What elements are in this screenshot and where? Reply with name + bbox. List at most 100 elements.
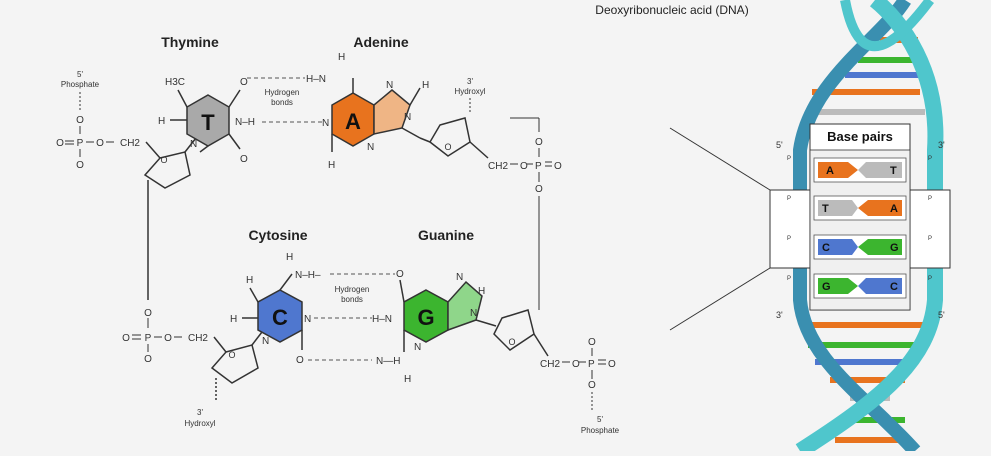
thymine-molecule: T xyxy=(170,89,241,153)
svg-text:O: O xyxy=(508,337,515,347)
svg-text:O: O xyxy=(76,115,84,126)
svg-text:O: O xyxy=(240,154,248,165)
phosphate-bottom-label: 5' xyxy=(597,415,603,424)
svg-text:bonds: bonds xyxy=(271,98,293,107)
strand-end-labels: 5' 3' 3' 5' xyxy=(776,140,945,320)
svg-text:H: H xyxy=(338,52,345,63)
hydrogen-bonds-ta xyxy=(247,77,322,123)
adenine-imidazole xyxy=(373,89,411,135)
svg-text:CH2: CH2 xyxy=(540,359,560,370)
guanine-letter: G xyxy=(417,305,434,330)
phosphate-group-top-right: CH2 O P O O O xyxy=(488,117,562,310)
svg-text:O: O xyxy=(554,161,562,172)
svg-text:5': 5' xyxy=(938,310,945,320)
pair-left-base: A xyxy=(826,165,834,177)
svg-text:N: N xyxy=(386,80,393,91)
svg-text:O: O xyxy=(96,138,104,149)
svg-text:P: P xyxy=(928,156,932,162)
svg-text:N–H–: N–H– xyxy=(295,270,321,281)
cytosine-molecule: C xyxy=(242,273,303,350)
base-pair-row: A T xyxy=(813,157,907,183)
svg-text:O: O xyxy=(572,359,580,370)
thymine-atoms: H3C O H N–H N O xyxy=(158,77,255,165)
label-thymine: Thymine xyxy=(161,34,219,50)
svg-text:H–N: H–N xyxy=(306,74,326,85)
phosphate-group-bottom-right: CH2 O P O O O 5' Phosphate xyxy=(540,337,620,435)
hbonds-label-bottom: Hydrogen xyxy=(335,285,370,294)
pair-left-base: C xyxy=(822,242,830,254)
svg-text:O: O xyxy=(444,142,451,152)
svg-text:O: O xyxy=(240,77,248,88)
svg-text:CH2: CH2 xyxy=(120,138,140,149)
guanine-imidazole xyxy=(447,280,483,332)
svg-text:O: O xyxy=(122,333,130,344)
svg-text:H: H xyxy=(158,116,165,127)
svg-text:O: O xyxy=(608,359,616,370)
hbonds-label-top: Hydrogen xyxy=(265,88,300,97)
svg-text:H: H xyxy=(478,286,485,297)
svg-text:H: H xyxy=(230,314,237,325)
phosphate-group-bottom-left: O O P O CH2 O xyxy=(122,308,208,365)
adenine-atoms: H H–N N N H N N H xyxy=(306,52,429,171)
svg-text:O: O xyxy=(535,137,543,148)
svg-text:P: P xyxy=(928,276,932,282)
base-pairs-panel: Base pairs A T T A C G xyxy=(809,123,911,311)
svg-text:N–H: N–H xyxy=(235,117,255,128)
base-pair-row: G C xyxy=(813,273,907,299)
svg-text:Phosphate: Phosphate xyxy=(581,426,620,435)
svg-text:O: O xyxy=(296,355,304,366)
cytosine-atoms: H N–H– H H N N O xyxy=(230,252,321,366)
svg-text:N: N xyxy=(404,112,411,123)
svg-text:N: N xyxy=(304,314,311,325)
thymine-letter: T xyxy=(201,110,215,135)
svg-text:5': 5' xyxy=(77,70,83,79)
svg-text:P: P xyxy=(928,196,932,202)
svg-text:5': 5' xyxy=(776,140,783,150)
svg-text:H: H xyxy=(404,374,411,385)
svg-text:3': 3' xyxy=(776,310,783,320)
label-adenine: Adenine xyxy=(353,34,408,50)
pair-right-base: T xyxy=(890,165,897,177)
hydroxyl-bottom-label: 3' xyxy=(197,408,203,417)
svg-text:CH2: CH2 xyxy=(188,333,208,344)
callout-line-bottom xyxy=(669,267,771,331)
svg-text:O: O xyxy=(144,308,152,319)
svg-text:Hydroxyl: Hydroxyl xyxy=(454,87,485,96)
svg-text:P: P xyxy=(588,359,595,370)
svg-text:Phosphate: Phosphate xyxy=(61,80,100,89)
svg-text:N: N xyxy=(414,342,421,353)
sugar-top-left xyxy=(143,137,197,300)
base-pair-row: C G xyxy=(813,234,907,260)
svg-text:O: O xyxy=(56,138,64,149)
svg-text:P: P xyxy=(77,138,84,149)
cytosine-letter: C xyxy=(272,305,288,330)
svg-text:H–N: H–N xyxy=(372,314,392,325)
svg-text:Hydroxyl: Hydroxyl xyxy=(184,419,215,428)
svg-text:P: P xyxy=(145,333,152,344)
svg-text:N: N xyxy=(456,272,463,283)
pair-right-base: C xyxy=(890,281,898,293)
adenine-molecule: A xyxy=(331,78,421,152)
svg-text:N: N xyxy=(322,118,329,129)
svg-text:P: P xyxy=(787,156,791,162)
pair-left-base: T xyxy=(822,203,829,215)
guanine-molecule: G xyxy=(399,279,497,352)
hydrogen-bonds-cg xyxy=(308,273,395,361)
pair-right-base: G xyxy=(890,242,899,254)
svg-text:H: H xyxy=(422,80,429,91)
pair-left-base: G xyxy=(822,281,831,293)
guanine-atoms: O H–N N H N N N—H H xyxy=(372,269,485,385)
svg-text:O: O xyxy=(520,161,528,172)
svg-text:H3C: H3C xyxy=(165,77,185,88)
hydroxyl-top-label: 3' xyxy=(467,77,473,86)
svg-text:O: O xyxy=(396,269,404,280)
svg-text:N: N xyxy=(367,142,374,153)
svg-text:O: O xyxy=(535,184,543,195)
sugar-bottom-right xyxy=(493,309,549,357)
svg-text:O: O xyxy=(228,350,235,360)
svg-text:P: P xyxy=(787,196,791,202)
svg-text:P: P xyxy=(787,236,791,242)
svg-text:P: P xyxy=(928,236,932,242)
svg-text:N: N xyxy=(470,308,477,319)
